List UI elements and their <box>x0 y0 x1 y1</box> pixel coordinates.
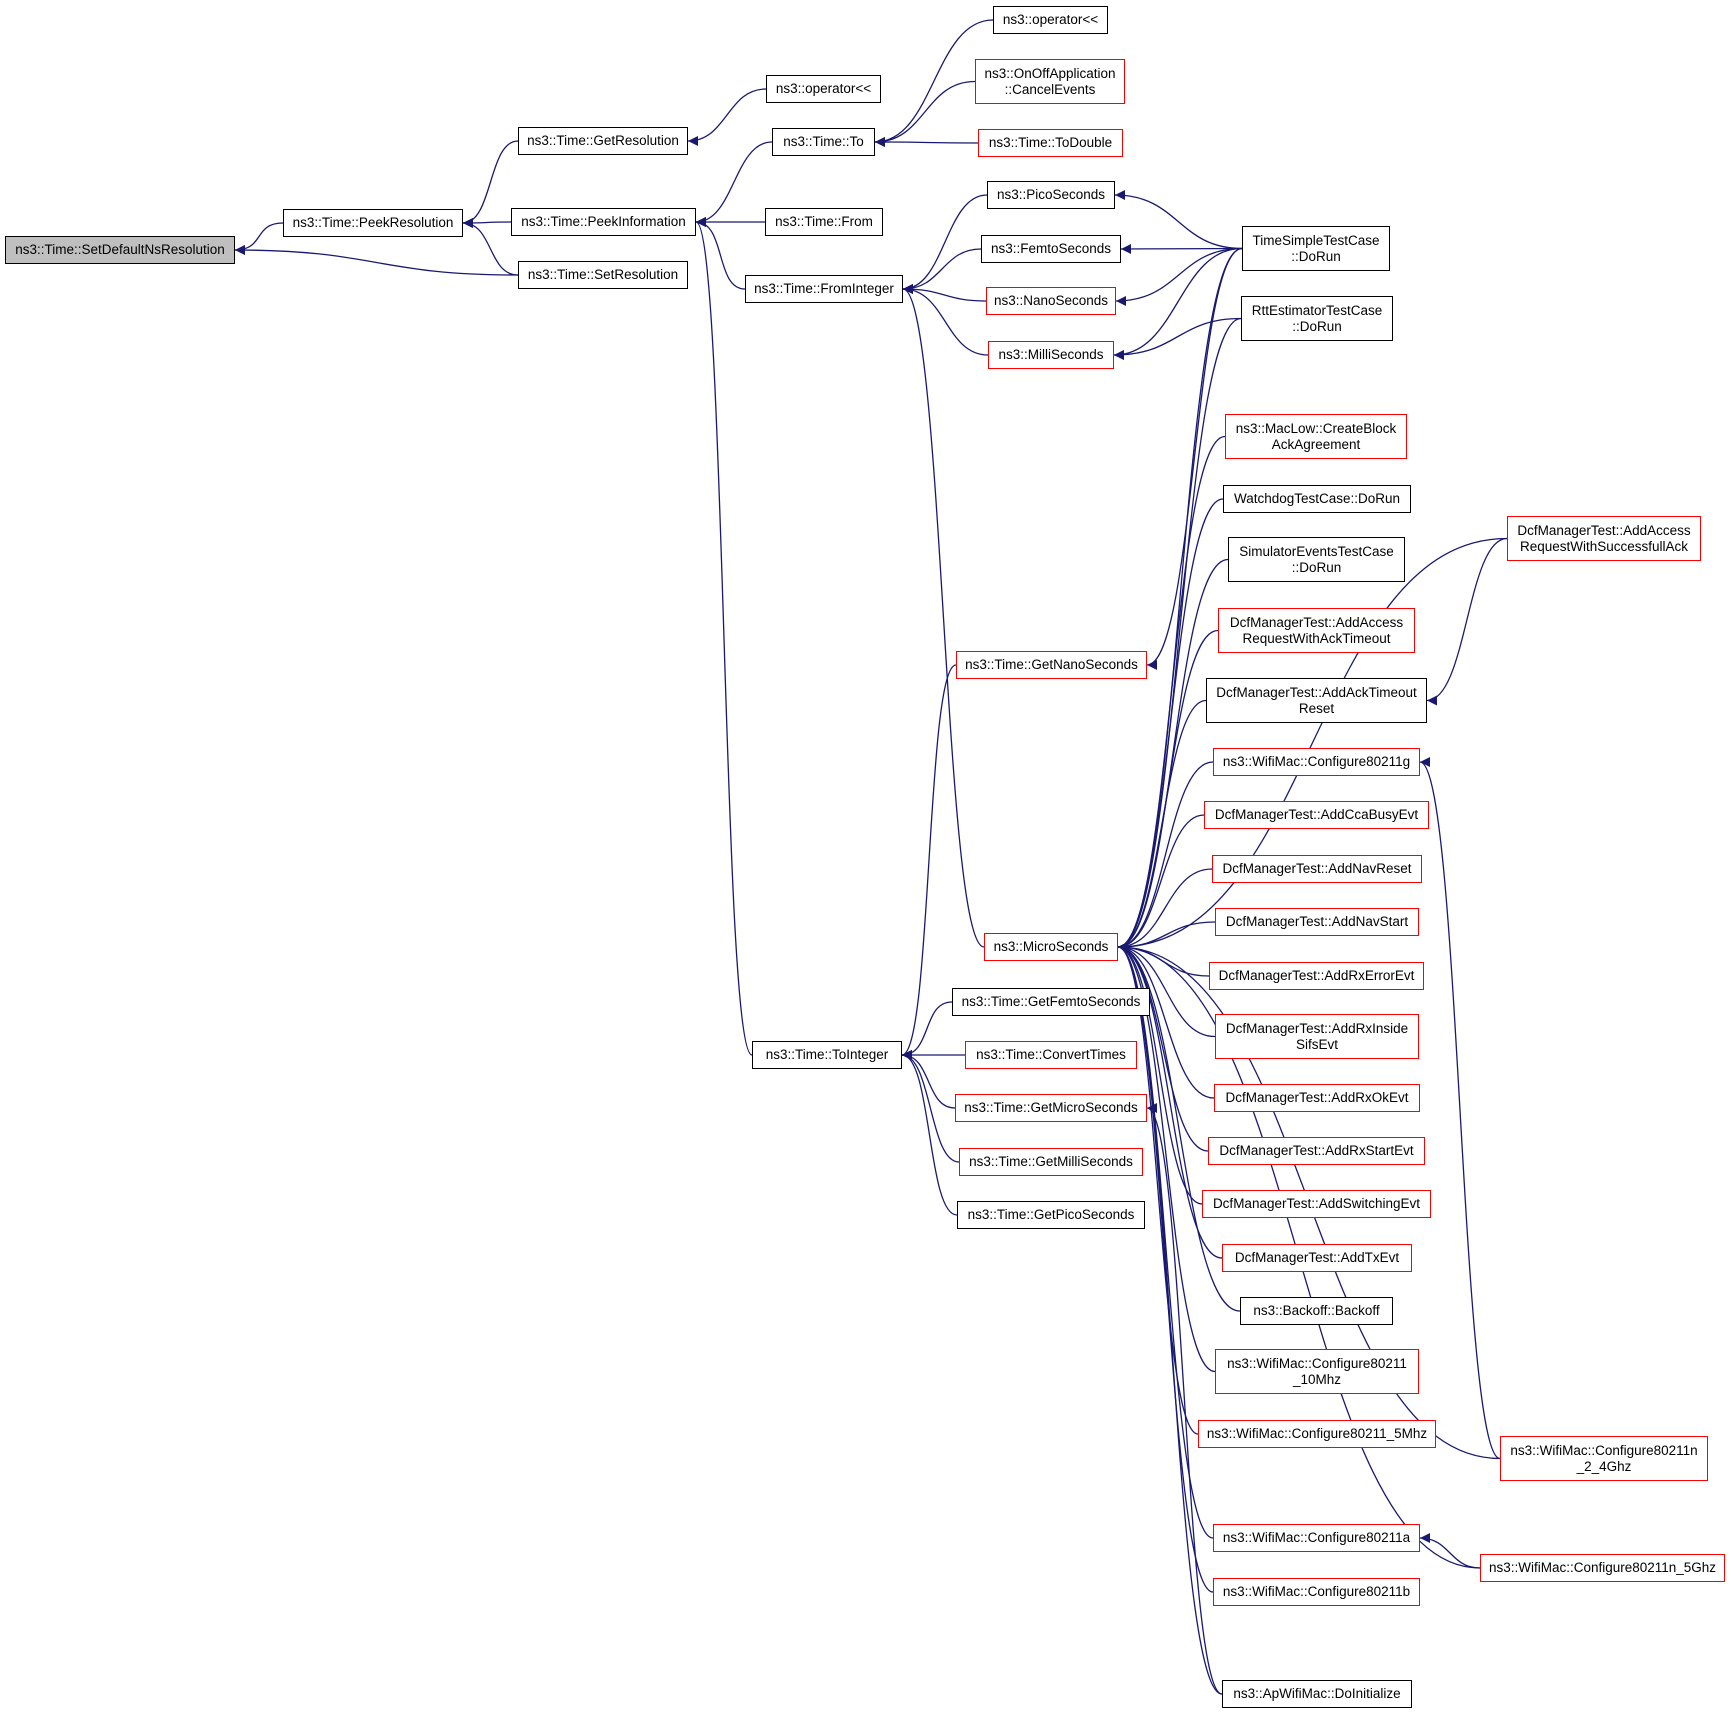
node-dcf-add-access-ack-timeout[interactable]: DcfManagerTest::AddAccess RequestWithAck… <box>1218 608 1415 653</box>
call-edge-frominteger-pico <box>902 194 988 294</box>
node-time-to[interactable]: ns3::Time::To <box>772 128 875 156</box>
call-edge-setdefaultns-setresolution <box>234 245 519 276</box>
call-edge-micro-cfg10mhz <box>1117 942 1216 1373</box>
call-edge-cfg11g-cfgn24 <box>1419 757 1501 1460</box>
node-ap-wifi-mac-do-initialize[interactable]: ns3::ApWifiMac::DoInitialize <box>1222 1680 1412 1708</box>
node-configure-80211a[interactable]: ns3::WifiMac::Configure80211a <box>1213 1524 1420 1552</box>
call-edge-peekresolution-setresolution <box>462 218 519 276</box>
node-watchdog-test-case[interactable]: WatchdogTestCase::DoRun <box>1223 485 1411 513</box>
node-get-nano-seconds[interactable]: ns3::Time::GetNanoSeconds <box>956 651 1147 679</box>
call-edge-micro-backoff <box>1117 942 1241 1312</box>
call-edge-milli-timesimple <box>1113 247 1243 360</box>
call-edge-micro-cfg11g <box>1117 761 1214 952</box>
call-edge-frominteger-micro <box>902 284 985 948</box>
node-configure-80211n-2-4ghz[interactable]: ns3::WifiMac::Configure80211n _2_4Ghz <box>1500 1436 1708 1481</box>
node-dcf-add-rx-ok-evt[interactable]: DcfManagerTest::AddRxOkEvt <box>1214 1084 1420 1112</box>
node-dcf-add-access-successfull-ack[interactable]: DcfManagerTest::AddAccess RequestWithSuc… <box>1507 516 1701 561</box>
call-edge-getmicro-apinit <box>1146 1103 1223 1695</box>
call-edge-micro-dcfackreset <box>1117 699 1207 952</box>
node-femto-seconds[interactable]: ns3::FemtoSeconds <box>981 235 1121 263</box>
node-configure-80211n-5ghz[interactable]: ns3::WifiMac::Configure80211n_5Ghz <box>1480 1554 1725 1582</box>
node-configure-80211-10mhz[interactable]: ns3::WifiMac::Configure80211 _10Mhz <box>1215 1349 1419 1394</box>
node-peek-information[interactable]: ns3::Time::PeekInformation <box>511 208 696 236</box>
node-rtt-estimator-test-case[interactable]: RttEstimatorTestCase ::DoRun <box>1241 296 1393 341</box>
node-to-double[interactable]: ns3::Time::ToDouble <box>978 129 1123 157</box>
call-edge-micro-dcftx <box>1117 942 1223 1259</box>
call-edge-pico-timesimple <box>1114 190 1243 250</box>
call-edge-peekresolution-peekinformation <box>462 217 512 228</box>
node-micro-seconds[interactable]: ns3::MicroSeconds <box>984 933 1118 961</box>
call-edge-micro-dcfswitch <box>1117 942 1203 1205</box>
call-edge-getresolution-oplt1 <box>687 88 767 146</box>
node-operator-stream-2[interactable]: ns3::operator<< <box>993 6 1108 34</box>
node-configure-80211b[interactable]: ns3::WifiMac::Configure80211b <box>1213 1578 1420 1606</box>
node-dcf-add-nav-start[interactable]: DcfManagerTest::AddNavStart <box>1215 908 1419 936</box>
node-get-femto-seconds[interactable]: ns3::Time::GetFemtoSeconds <box>952 988 1150 1016</box>
call-edge-micro-maclow <box>1117 435 1226 952</box>
call-edge-peekresolution-getresolution <box>462 140 519 228</box>
call-edge-micro-watchdog <box>1117 498 1224 952</box>
node-from-integer[interactable]: ns3::Time::FromInteger <box>745 275 903 303</box>
call-edge-micro-cfg5mhz <box>1117 942 1199 1435</box>
call-edge-micro-simevents <box>1117 558 1229 952</box>
node-time-simple-test-case[interactable]: TimeSimpleTestCase ::DoRun <box>1242 226 1390 271</box>
node-dcf-add-rx-inside-sifs-evt[interactable]: DcfManagerTest::AddRxInside SifsEvt <box>1215 1014 1419 1059</box>
call-edge-setdefaultns-peekresolution <box>234 222 284 255</box>
node-configure-80211-5mhz[interactable]: ns3::WifiMac::Configure80211_5Mhz <box>1198 1420 1436 1448</box>
node-configure-80211g[interactable]: ns3::WifiMac::Configure80211g <box>1213 748 1420 776</box>
node-dcf-add-tx-evt[interactable]: DcfManagerTest::AddTxEvt <box>1222 1244 1412 1272</box>
node-dcf-add-switching-evt[interactable]: DcfManagerTest::AddSwitchingEvt <box>1202 1190 1431 1218</box>
call-edge-micro-dcfccabusy <box>1117 814 1205 952</box>
node-simulator-events-test-case[interactable]: SimulatorEventsTestCase ::DoRun <box>1228 537 1405 582</box>
node-set-default-ns-resolution[interactable]: ns3::Time::SetDefaultNsResolution <box>5 236 235 264</box>
node-get-milli-seconds[interactable]: ns3::Time::GetMilliSeconds <box>959 1148 1143 1176</box>
call-edge-timeto-oplt2 <box>874 19 994 147</box>
node-to-integer[interactable]: ns3::Time::ToInteger <box>752 1041 902 1069</box>
node-dcf-add-ack-timeout-reset[interactable]: DcfManagerTest::AddAckTimeout Reset <box>1206 678 1427 723</box>
call-edge-timeto-onoff <box>874 80 976 147</box>
call-edge-milli-rttest <box>1113 317 1242 360</box>
node-convert-times[interactable]: ns3::Time::ConvertTimes <box>965 1041 1137 1069</box>
call-edge-micro-cfg11a <box>1117 942 1214 1539</box>
node-dcf-add-nav-reset[interactable]: DcfManagerTest::AddNavReset <box>1212 855 1422 883</box>
node-backoff[interactable]: ns3::Backoff::Backoff <box>1240 1297 1393 1325</box>
node-dcf-add-cca-busy-evt[interactable]: DcfManagerTest::AddCcaBusyEvt <box>1204 801 1429 829</box>
call-edge-frominteger-nano <box>902 284 987 302</box>
node-get-micro-seconds[interactable]: ns3::Time::GetMicroSeconds <box>955 1094 1147 1122</box>
call-edge-tointeger-getnano <box>901 664 957 1060</box>
call-edge-peekinformation-timeto <box>695 141 773 227</box>
node-onoff-cancel-events[interactable]: ns3::OnOffApplication ::CancelEvents <box>975 59 1125 104</box>
call-edge-tointeger-getpico <box>901 1050 958 1216</box>
call-edge-micro-dcfsuccack <box>1117 537 1508 952</box>
call-edge-femto-timesimple <box>1120 243 1243 254</box>
call-edge-cfg11a-cfgn5 <box>1419 1533 1481 1569</box>
call-edge-peekinformation-frominteger <box>695 217 746 290</box>
node-time-from[interactable]: ns3::Time::From <box>765 208 883 236</box>
call-edge-dcfackreset-dcfsuccack <box>1426 537 1508 706</box>
node-nano-seconds[interactable]: ns3::NanoSeconds <box>986 287 1116 315</box>
node-milli-seconds[interactable]: ns3::MilliSeconds <box>988 341 1114 369</box>
call-edge-tointeger-getfemto <box>901 1001 953 1060</box>
call-edge-micro-dcfrxok <box>1117 942 1215 1099</box>
node-peek-resolution[interactable]: ns3::Time::PeekResolution <box>283 209 463 237</box>
node-dcf-add-rx-error-evt[interactable]: DcfManagerTest::AddRxErrorEvt <box>1209 962 1424 990</box>
node-set-resolution[interactable]: ns3::Time::SetResolution <box>518 261 688 289</box>
call-edge-nano-timesimple <box>1115 247 1243 306</box>
call-edge-micro-dcfnavreset <box>1117 868 1213 952</box>
node-get-resolution[interactable]: ns3::Time::GetResolution <box>518 127 688 155</box>
call-edge-frominteger-femto <box>902 248 982 294</box>
call-edge-micro-dcfrxinside <box>1117 942 1216 1038</box>
node-dcf-add-rx-start-evt[interactable]: DcfManagerTest::AddRxStartEvt <box>1208 1137 1425 1165</box>
call-edge-peekinformation-tointeger <box>695 217 753 1056</box>
node-operator-stream-1[interactable]: ns3::operator<< <box>766 75 881 103</box>
call-edge-timeto-todouble <box>874 137 979 148</box>
node-get-pico-seconds[interactable]: ns3::Time::GetPicoSeconds <box>957 1201 1145 1229</box>
call-edge-micro-dcfnavstart <box>1117 921 1216 952</box>
node-pico-seconds[interactable]: ns3::PicoSeconds <box>987 181 1115 209</box>
call-edge-frominteger-milli <box>902 284 989 356</box>
call-edge-tointeger-getmilli <box>901 1050 960 1163</box>
node-maclow-create-block-ack[interactable]: ns3::MacLow::CreateBlock AckAgreement <box>1225 414 1407 459</box>
